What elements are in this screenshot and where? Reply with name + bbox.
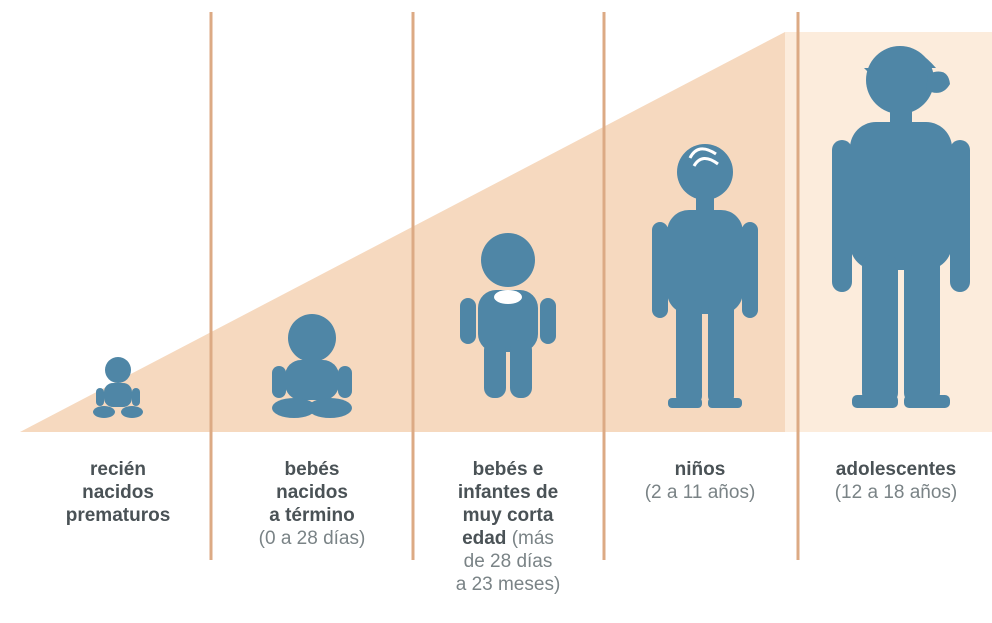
label-term-newborns: bebés nacidos a término (0 a 28 días) [222,458,402,550]
growth-wedge [20,32,992,432]
label-range: (12 a 18 años) [834,482,958,503]
child-icon [652,144,758,408]
label-line: niños [674,459,726,480]
toddler-icon [460,233,556,398]
label-children: niños (2 a 11 años) [610,458,790,504]
label-range: a 23 meses) [455,574,561,595]
label-line: bebés e [472,459,544,480]
adolescent-icon [832,46,970,408]
label-line: infantes de [457,482,559,503]
label-line: recién [90,459,146,480]
column-dividers [209,12,800,560]
premature-baby-icon [93,357,143,418]
label-line: adolescentes [835,459,957,480]
newborn-baby-icon [272,314,352,418]
label-line: prematuros [65,505,171,526]
label-infants: bebés e infantes de muy corta edad (más … [418,458,598,596]
label-range: (0 a 28 días) [258,528,366,549]
label-range: de 28 días [463,551,553,572]
label-range: (2 a 11 años) [644,482,756,503]
label-line: bebés [284,459,340,480]
label-line: edad (más [462,528,554,549]
label-line: nacidos [276,482,348,503]
label-premature-newborns: recién nacidos prematuros [28,458,208,527]
label-adolescents: adolescentes (12 a 18 años) [806,458,986,504]
label-line: a término [269,505,355,526]
label-line: nacidos [82,482,154,503]
label-line: muy corta [462,505,554,526]
